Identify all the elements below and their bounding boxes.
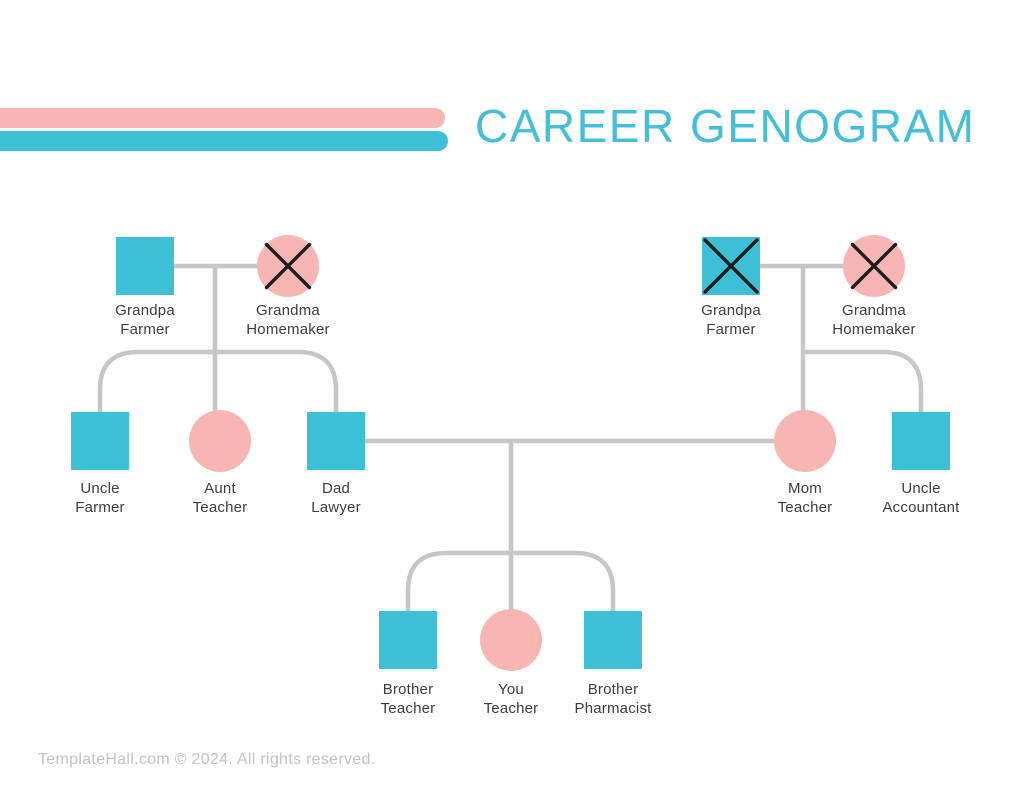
- label-you: You Teacher: [483, 681, 539, 717]
- mom-circle: [774, 410, 836, 472]
- label-grandpa-maternal: Grandpa Farmer: [701, 302, 761, 338]
- label-uncle-paternal: Uncle Farmer: [75, 480, 125, 516]
- uncle-paternal-square: [71, 412, 129, 470]
- label-uncle-maternal: Uncle Accountant: [882, 480, 960, 516]
- label-mom: Mom Teacher: [777, 480, 833, 516]
- uncle-maternal-square: [892, 412, 950, 470]
- deceased-x-icon: [850, 242, 898, 290]
- you-circle: [480, 609, 542, 671]
- dad-square: [307, 412, 365, 470]
- sibling-line-paternal: [97, 349, 339, 412]
- grandma-maternal-circle: [843, 235, 905, 297]
- copyright-text: TemplateHall.com © 2024. All rights rese…: [38, 751, 376, 768]
- aunt-paternal-circle: [189, 410, 251, 472]
- label-brother-2: Brother Pharmacist: [574, 681, 652, 717]
- label-grandma-paternal: Grandma Homemaker: [246, 302, 330, 338]
- deceased-x-icon: [264, 242, 312, 290]
- label-aunt-paternal: Aunt Teacher: [192, 480, 248, 516]
- brother-1-square: [379, 611, 437, 669]
- grandpa-maternal-square: [702, 237, 760, 295]
- label-grandpa-paternal: Grandpa Farmer: [115, 302, 175, 338]
- grandma-paternal-circle: [257, 235, 319, 297]
- label-grandma-maternal: Grandma Homemaker: [832, 302, 916, 338]
- decor-bar-teal: [0, 131, 448, 151]
- brother-2-square: [584, 611, 642, 669]
- sibling-line-children: [405, 550, 616, 611]
- branch-line-uncle-maternal: [803, 349, 924, 412]
- grandpa-paternal-square: [116, 237, 174, 295]
- decor-bar-pink: [0, 108, 445, 128]
- label-dad: Dad Lawyer: [311, 480, 361, 516]
- label-brother-1: Brother Teacher: [380, 681, 436, 717]
- page-title: CAREER GENOGRAM: [475, 100, 976, 152]
- deceased-x-icon: [703, 238, 759, 294]
